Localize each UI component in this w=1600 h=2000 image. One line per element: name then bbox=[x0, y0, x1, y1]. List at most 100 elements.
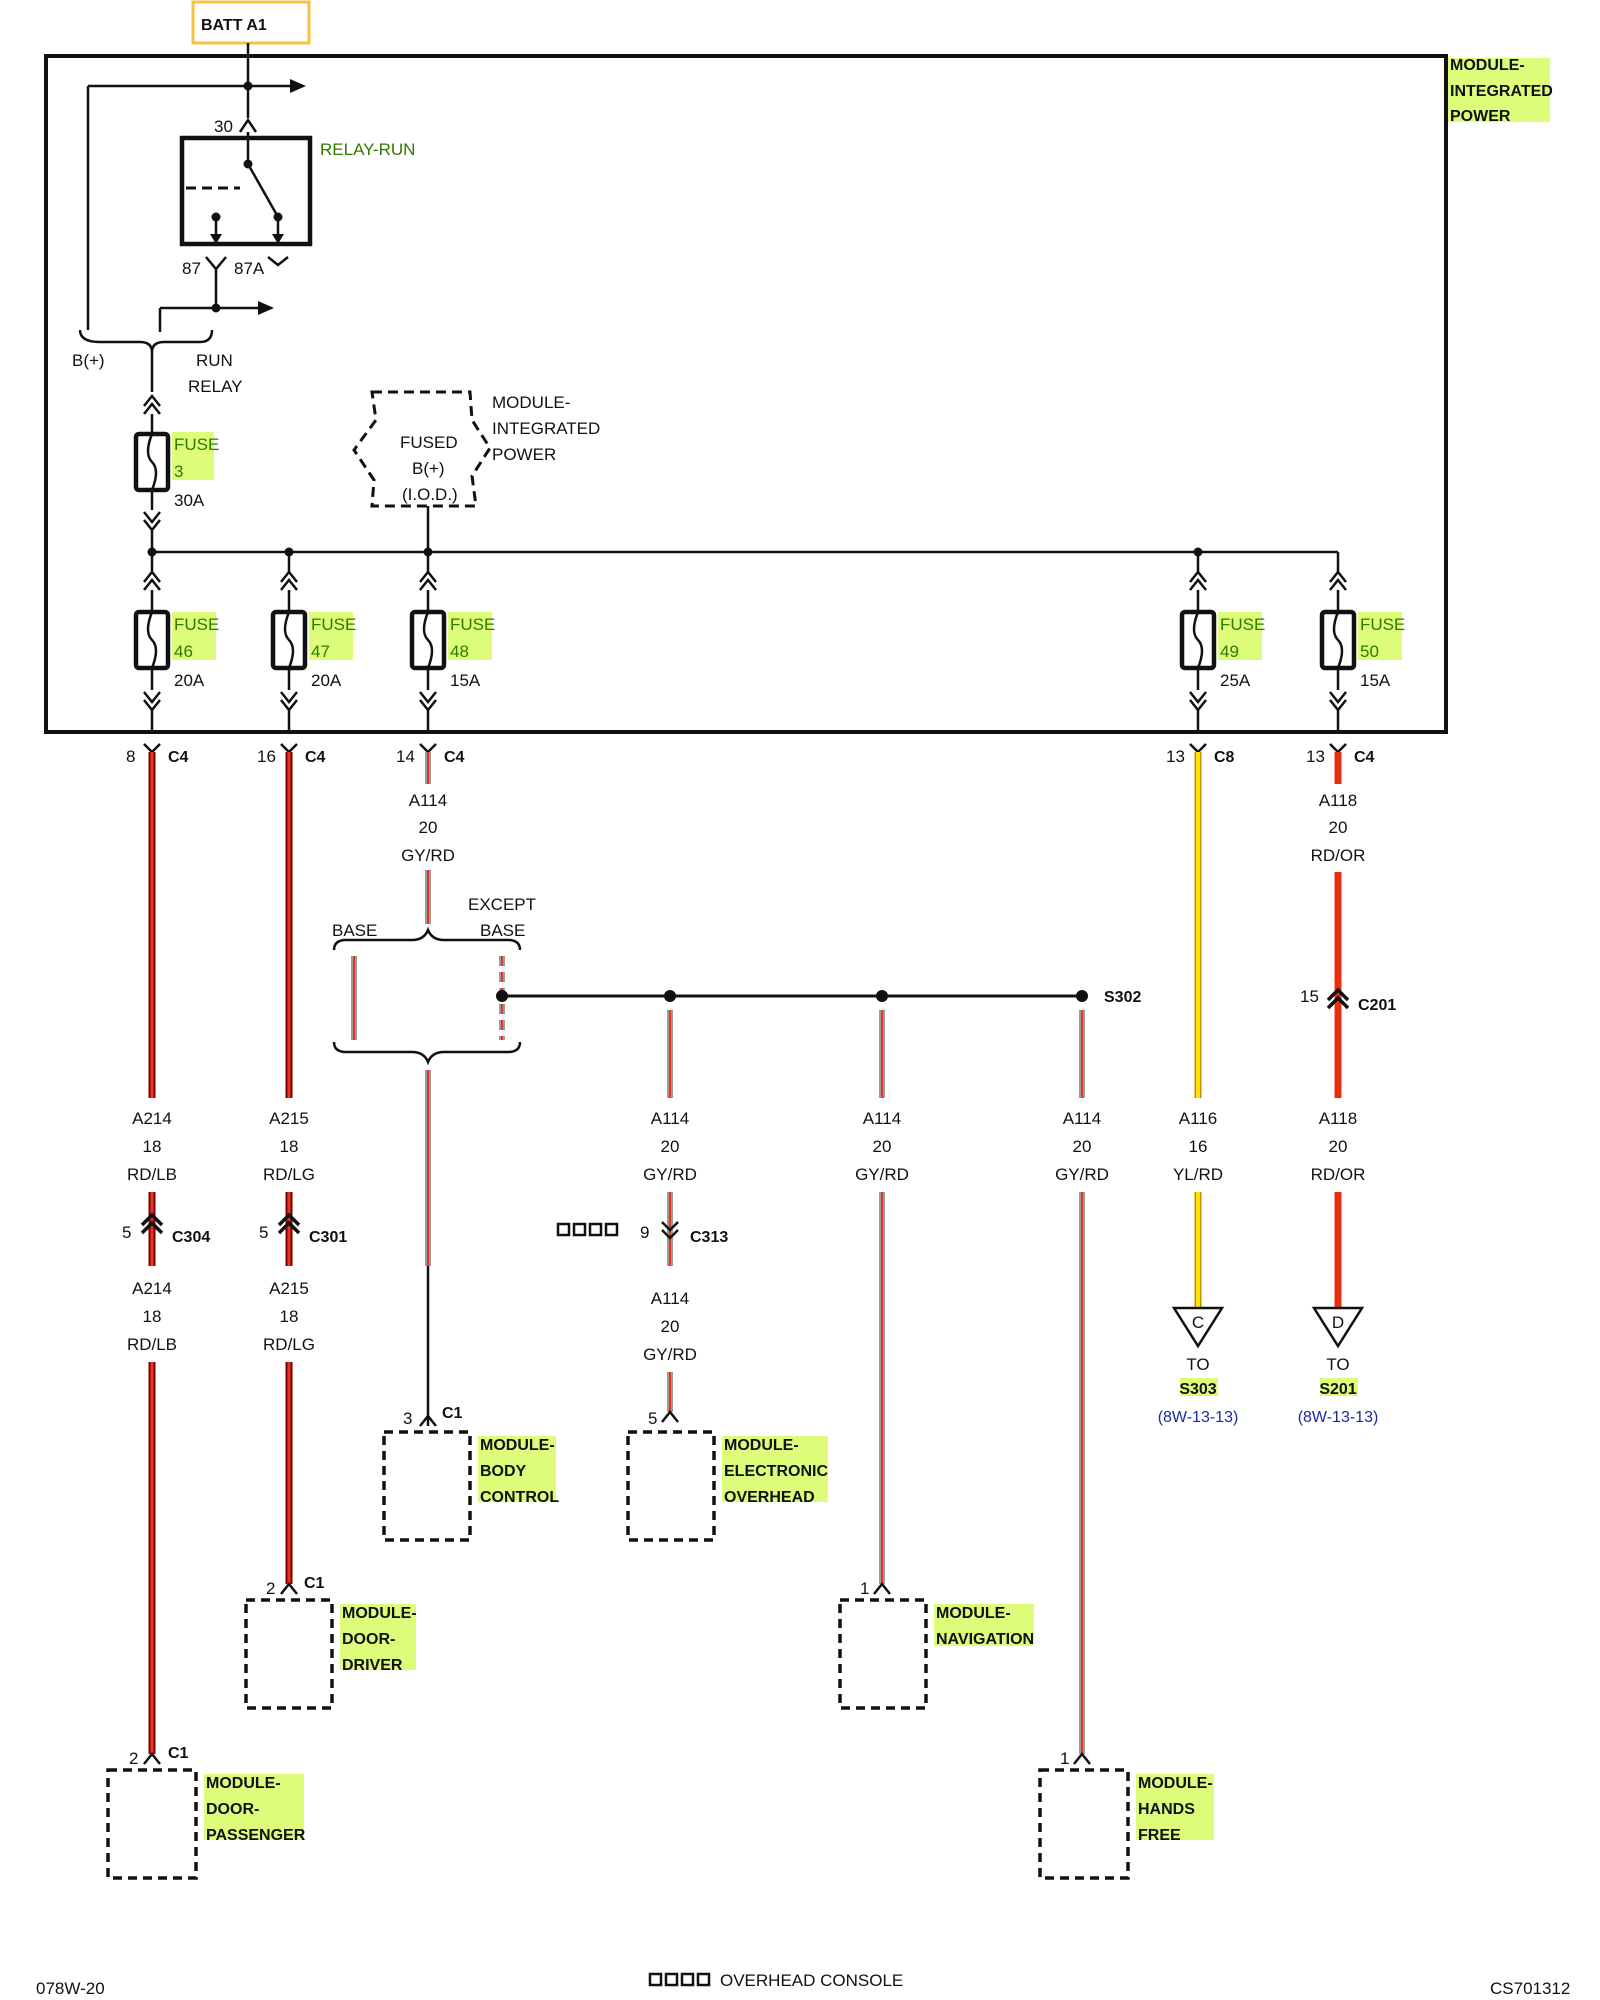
svg-text:3: 3 bbox=[403, 1409, 412, 1428]
wire-a114-trunk: A114 20 GY/RD bbox=[401, 752, 455, 924]
svg-text:49: 49 bbox=[1220, 642, 1239, 661]
fuse-3-number: 3 bbox=[174, 462, 183, 481]
battery-feed: BATT A1 bbox=[191, 0, 311, 56]
fuse-47: FUSE 47 20A bbox=[270, 552, 356, 732]
svg-text:20A: 20A bbox=[311, 671, 342, 690]
svg-text:C313: C313 bbox=[690, 1229, 728, 1246]
svg-text:OVERHEAD: OVERHEAD bbox=[724, 1489, 815, 1506]
svg-text:HANDS: HANDS bbox=[1138, 1801, 1195, 1818]
offpage-c-letter: C bbox=[1192, 1313, 1204, 1332]
svg-text:5: 5 bbox=[122, 1223, 131, 1242]
battery-label: BATT A1 bbox=[201, 17, 267, 34]
svg-text:1: 1 bbox=[860, 1579, 869, 1598]
svg-text:MODULE-: MODULE- bbox=[1138, 1775, 1213, 1792]
page-code-left: 078W-20 bbox=[36, 1979, 105, 1998]
svg-text:1: 1 bbox=[1060, 1749, 1069, 1768]
svg-text:A116: A116 bbox=[1179, 1109, 1217, 1128]
svg-text:MODULE-: MODULE- bbox=[206, 1775, 281, 1792]
svg-text:A114: A114 bbox=[863, 1109, 901, 1128]
svg-text:18: 18 bbox=[280, 1307, 299, 1326]
svg-text:A118: A118 bbox=[1319, 791, 1357, 810]
relay-label: RELAY bbox=[188, 377, 243, 396]
svg-text:MODULE-: MODULE- bbox=[342, 1605, 417, 1622]
iod-module-label-1: MODULE- bbox=[492, 393, 570, 412]
svg-text:9: 9 bbox=[640, 1223, 649, 1242]
iod-bplus-label: B(+) bbox=[412, 459, 445, 478]
svg-text:5: 5 bbox=[648, 1409, 657, 1428]
svg-text:FUSE: FUSE bbox=[174, 615, 219, 634]
svg-text:A114: A114 bbox=[651, 1289, 689, 1308]
offpage-c-reference[interactable]: (8W-13-13) bbox=[1158, 1409, 1239, 1426]
svg-text:20: 20 bbox=[1073, 1137, 1092, 1156]
relay-pin-87: 87 bbox=[182, 259, 201, 278]
relay-output-brace: B(+) RUN RELAY bbox=[72, 329, 243, 396]
offpage-d-splice: S201 bbox=[1319, 1381, 1356, 1398]
module-body-control: 3 C1 MODULE- BODY CONTROL bbox=[382, 1266, 559, 1542]
fuse-3-rating: 30A bbox=[174, 491, 205, 510]
svg-text:INTEGRATED: INTEGRATED bbox=[1450, 83, 1553, 100]
svg-text:GY/RD: GY/RD bbox=[643, 1345, 697, 1364]
svg-text:18: 18 bbox=[280, 1137, 299, 1156]
svg-text:MODULE-: MODULE- bbox=[724, 1437, 799, 1454]
fuse-46: FUSE 46 20A bbox=[133, 552, 219, 732]
svg-text:POWER: POWER bbox=[1450, 108, 1511, 125]
svg-text:RD/LB: RD/LB bbox=[127, 1165, 177, 1184]
svg-text:14: 14 bbox=[396, 747, 415, 766]
svg-text:18: 18 bbox=[143, 1137, 162, 1156]
svg-text:2: 2 bbox=[129, 1749, 138, 1768]
svg-text:MODULE-: MODULE- bbox=[1450, 57, 1525, 74]
svg-text:A215: A215 bbox=[269, 1109, 309, 1128]
svg-text:GY/RD: GY/RD bbox=[855, 1165, 909, 1184]
module-door-driver: 2 C1 MODULE- DOOR- DRIVER bbox=[244, 1575, 417, 1710]
svg-text:GY/RD: GY/RD bbox=[401, 846, 455, 865]
offpage-d-reference[interactable]: (8W-13-13) bbox=[1298, 1409, 1379, 1426]
svg-text:18: 18 bbox=[143, 1307, 162, 1326]
relay-run: 30 RELAY-RUN 87 87A bbox=[86, 56, 415, 332]
svg-text:C4: C4 bbox=[168, 749, 189, 766]
svg-text:CONTROL: CONTROL bbox=[480, 1489, 559, 1506]
svg-text:16: 16 bbox=[1189, 1137, 1208, 1156]
splice-s302: S302 bbox=[496, 989, 1141, 1006]
module-electronic-overhead: 5 MODULE- ELECTRONIC OVERHEAD bbox=[626, 1409, 828, 1542]
wire-a116: A116 16 YL/RD C TO S303 (8W-13-13) bbox=[1158, 752, 1239, 1426]
module-output-pins: 8 C4 16 C4 14 C4 13 C8 13 C4 bbox=[126, 743, 1375, 766]
wire-a215: A215 18 RD/LG 5 C301 A215 18 RD/LG bbox=[259, 752, 347, 1584]
svg-text:MODULE-: MODULE- bbox=[936, 1605, 1011, 1622]
svg-text:20: 20 bbox=[873, 1137, 892, 1156]
relay-pin-30: 30 bbox=[214, 117, 233, 136]
svg-text:FUSE: FUSE bbox=[311, 615, 356, 634]
svg-text:C4: C4 bbox=[1354, 749, 1375, 766]
svg-text:C1: C1 bbox=[304, 1575, 325, 1592]
svg-text:MODULE-: MODULE- bbox=[480, 1437, 555, 1454]
svg-text:C304: C304 bbox=[172, 1229, 210, 1246]
svg-text:BODY: BODY bbox=[480, 1463, 527, 1480]
module-integrated-power-label: MODULE- INTEGRATED POWER bbox=[1448, 57, 1553, 125]
svg-text:ELECTRONIC: ELECTRONIC bbox=[724, 1463, 828, 1480]
run-label: RUN bbox=[196, 351, 233, 370]
module-door-passenger: 2 C1 MODULE- DOOR- PASSENGER bbox=[106, 1745, 306, 1880]
svg-text:A114: A114 bbox=[651, 1109, 689, 1128]
svg-text:DRIVER: DRIVER bbox=[342, 1657, 403, 1674]
svg-text:TO: TO bbox=[1186, 1355, 1209, 1374]
iod-fused-label: FUSED bbox=[400, 433, 458, 452]
svg-text:13: 13 bbox=[1306, 747, 1325, 766]
fuse-48: FUSE 48 15A bbox=[409, 552, 495, 732]
svg-text:20: 20 bbox=[661, 1317, 680, 1336]
svg-text:RD/OR: RD/OR bbox=[1311, 1165, 1366, 1184]
svg-text:20: 20 bbox=[661, 1137, 680, 1156]
svg-text:46: 46 bbox=[174, 642, 193, 661]
svg-text:C4: C4 bbox=[444, 749, 465, 766]
svg-text:TO: TO bbox=[1326, 1355, 1349, 1374]
overhead-console-legend: OVERHEAD CONSOLE bbox=[720, 1971, 903, 1990]
svg-text:13: 13 bbox=[1166, 747, 1185, 766]
svg-text:A214: A214 bbox=[132, 1279, 172, 1298]
fuse-50: FUSE 50 15A bbox=[1319, 552, 1405, 732]
svg-text:C4: C4 bbox=[305, 749, 326, 766]
svg-text:DOOR-: DOOR- bbox=[342, 1631, 395, 1648]
relay-pin-87a: 87A bbox=[234, 259, 265, 278]
svg-text:48: 48 bbox=[450, 642, 469, 661]
wire-a214: A214 18 RD/LB 5 C304 A214 18 RD/LB bbox=[122, 752, 210, 1754]
svg-text:NAVIGATION: NAVIGATION bbox=[936, 1631, 1034, 1648]
wire-a118: A118 20 RD/OR 15 C201 A118 20 RD/OR D TO… bbox=[1298, 752, 1396, 1426]
module-navigation: 1 MODULE- NAVIGATION bbox=[838, 1579, 1034, 1710]
